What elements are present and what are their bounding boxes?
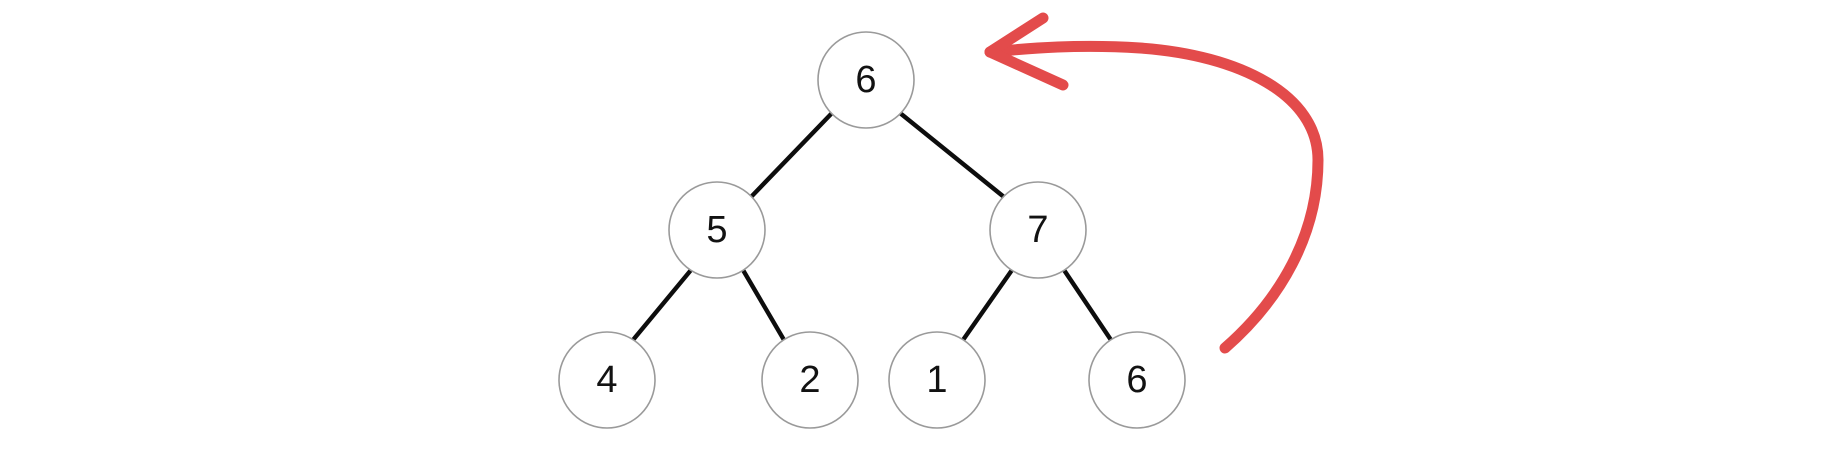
arrow-shaft xyxy=(986,40,1324,354)
edge-5-to-2 xyxy=(740,267,787,343)
tree-node-4[interactable]: 4 xyxy=(558,331,656,429)
node-circle[interactable] xyxy=(817,31,915,129)
tree-node-2[interactable]: 2 xyxy=(761,331,859,429)
node-label: 4 xyxy=(596,359,617,401)
node-label: 6 xyxy=(855,59,876,101)
edge-7-to-1 xyxy=(960,267,1015,343)
node-circle[interactable] xyxy=(558,331,656,429)
tree-node-1[interactable]: 1 xyxy=(888,331,986,429)
arrow-head-upper-barb xyxy=(984,12,1049,58)
node-circle[interactable] xyxy=(1088,331,1186,429)
annotation-arrow xyxy=(984,12,1324,354)
edge-7-to-6 xyxy=(1061,267,1114,343)
tree-node-7[interactable]: 7 xyxy=(989,181,1087,279)
arrow-head-lower-barb xyxy=(984,46,1069,91)
edge-root-to-7 xyxy=(897,110,1007,200)
node-label: 5 xyxy=(706,209,727,251)
node-circle[interactable] xyxy=(761,331,859,429)
node-circle[interactable] xyxy=(888,331,986,429)
tree-node-root[interactable]: 6 xyxy=(817,31,915,129)
tree-node-5[interactable]: 5 xyxy=(668,181,766,279)
tree-node-6-leaf[interactable]: 6 xyxy=(1088,331,1186,429)
edge-5-to-4 xyxy=(630,267,694,343)
node-circle[interactable] xyxy=(989,181,1087,279)
edge-root-to-5 xyxy=(748,110,835,200)
node-label: 6 xyxy=(1126,359,1147,401)
node-label: 7 xyxy=(1027,209,1048,251)
tree-nodes: 6 5 7 4 2 1 xyxy=(558,31,1186,429)
node-label: 2 xyxy=(799,359,820,401)
tree-edges xyxy=(630,110,1114,343)
node-circle[interactable] xyxy=(668,181,766,279)
node-label: 1 xyxy=(926,359,947,401)
